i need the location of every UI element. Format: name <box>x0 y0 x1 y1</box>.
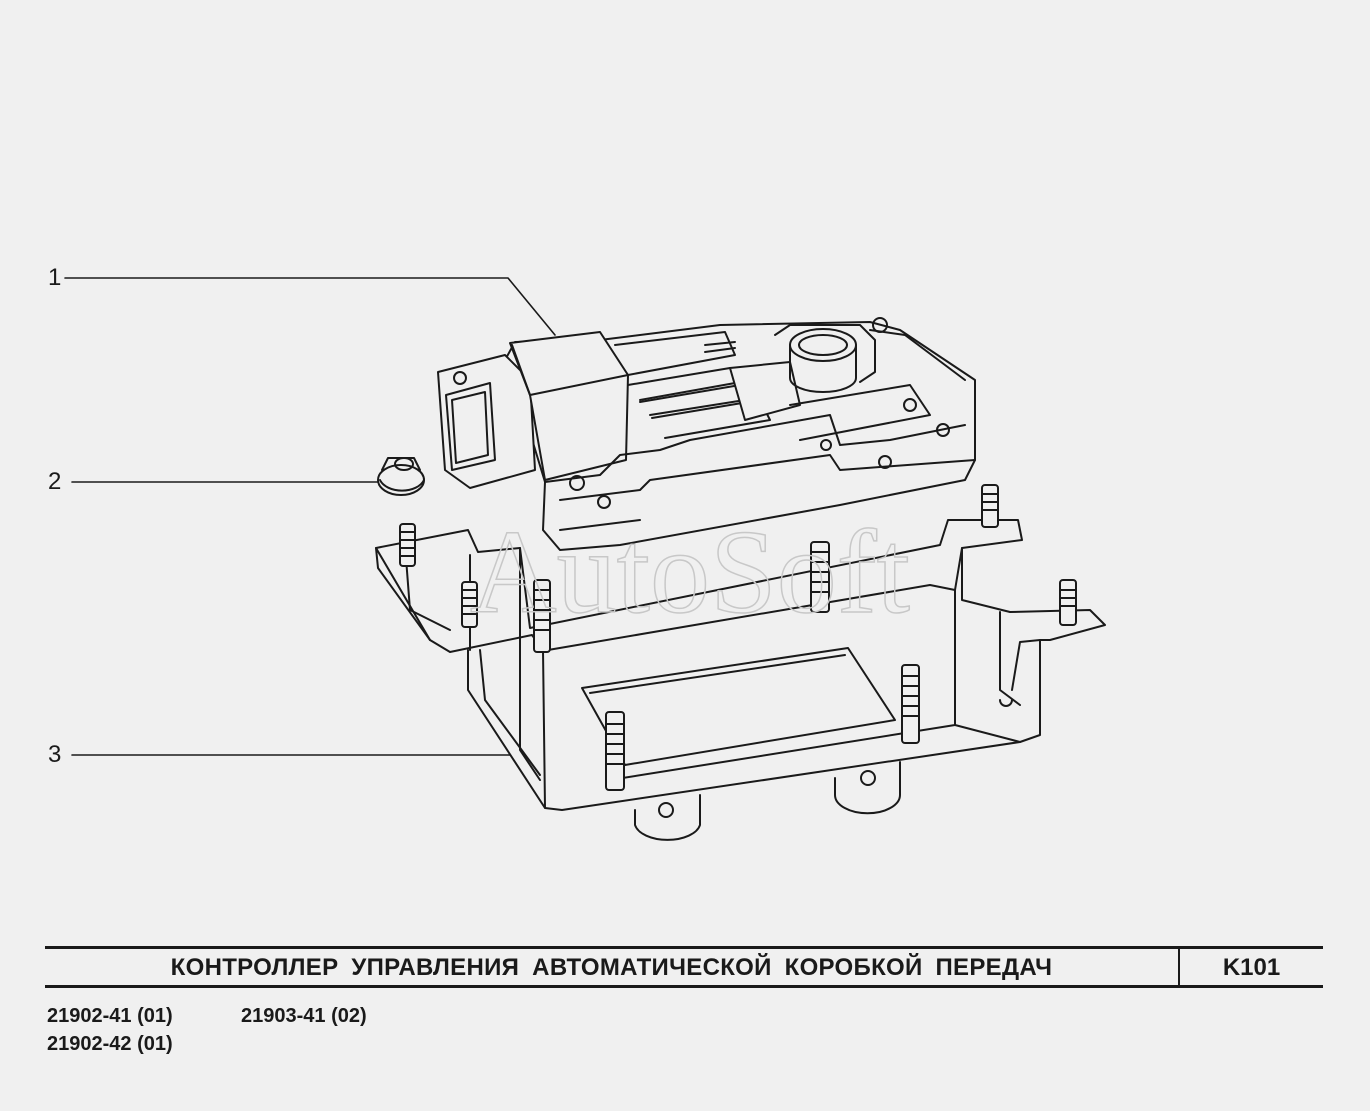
stud <box>1059 579 1077 626</box>
variant-1: 21902-41 (01) <box>47 1005 173 1027</box>
stud <box>901 664 920 744</box>
diagram-title: КОНТРОЛЛЕР УПРАВЛЕНИЯ АВТОМАТИЧЕСКОЙ КОР… <box>170 954 1053 981</box>
nut-drawing <box>377 457 425 496</box>
callout-3: 3 <box>48 741 62 768</box>
variant-model: 21902-42 <box>47 1033 132 1055</box>
variant-version: (01) <box>137 1005 173 1027</box>
variant-2: 21903-41 (02) <box>241 1005 367 1027</box>
callout-2: 2 <box>48 468 62 495</box>
variant-version: (01) <box>137 1033 173 1055</box>
stud <box>461 581 478 628</box>
title-block: КОНТРОЛЛЕР УПРАВЛЕНИЯ АВТОМАТИЧЕСКОЙ КОР… <box>45 946 1323 988</box>
leader-1 <box>64 277 556 336</box>
stud <box>533 579 551 653</box>
stud <box>981 484 999 528</box>
variant-version: (02) <box>331 1005 367 1027</box>
diagram-code: K101 <box>1222 954 1281 981</box>
mounting-studs <box>399 484 1077 791</box>
variant-model: 21903-41 <box>241 1005 326 1027</box>
stud <box>810 541 830 613</box>
leader-lines <box>64 277 556 756</box>
title-divider <box>1178 949 1180 985</box>
controller-drawing <box>437 317 976 551</box>
stud <box>399 523 416 567</box>
callout-1: 1 <box>48 264 62 291</box>
variant-3: 21902-42 (01) <box>47 1033 173 1055</box>
variant-model: 21902-41 <box>47 1005 132 1027</box>
parts-diagram: AutoSoft <box>64 277 1106 841</box>
stud <box>605 711 625 791</box>
watermark: AutoSoft <box>470 505 910 638</box>
